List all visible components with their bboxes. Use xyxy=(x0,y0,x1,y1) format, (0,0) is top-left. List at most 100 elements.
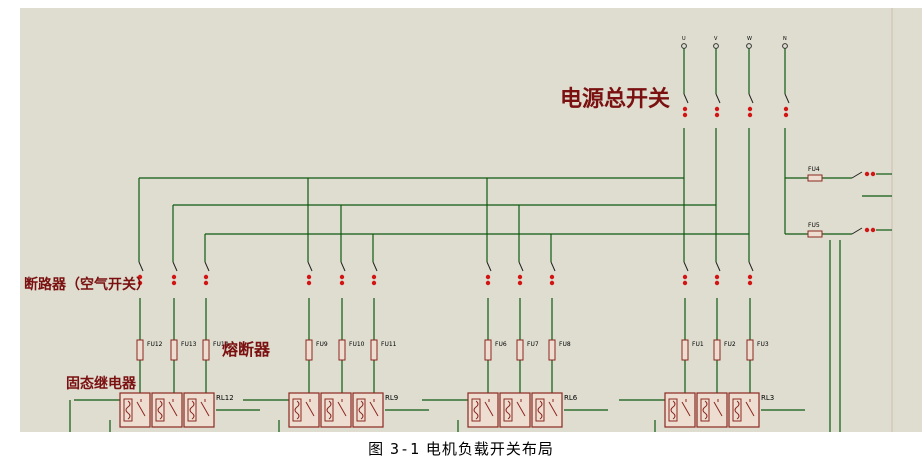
fuse-0-2-tag: FU14 xyxy=(213,341,229,348)
aux-contact-a-0 xyxy=(864,171,870,177)
fuse-0-2-body xyxy=(202,339,210,361)
relay-1-coil-0 xyxy=(292,398,302,422)
breaker-2-2-contact-top xyxy=(549,274,555,280)
breaker-3-1-contact-bottom xyxy=(714,280,720,286)
breaker-2-1-lever xyxy=(518,261,524,272)
relay-tag-3: RL3 xyxy=(761,394,774,402)
aux-switch-lever-0 xyxy=(851,171,863,179)
figure-caption: 图 3-1 电机负载开关布局 xyxy=(0,438,922,459)
relay-2-contact-1 xyxy=(516,401,526,417)
breaker-3-0-contact-bottom xyxy=(682,280,688,286)
fuse-0-0-tag: FU12 xyxy=(147,341,163,348)
breaker-3-1-contact-top xyxy=(714,274,720,280)
terminal-label-2: W xyxy=(747,36,752,42)
main-switch-pole-2-contact-top xyxy=(747,106,753,112)
breaker-0-1-lever xyxy=(172,261,178,272)
main-switch-pole-0-lever xyxy=(683,93,689,104)
relay-tag-2: RL6 xyxy=(564,394,578,402)
relay-2-coil-wind-2 xyxy=(537,400,543,420)
ssr-label: 固态继电器 xyxy=(66,375,137,392)
breaker-1-1-contact-top xyxy=(339,274,345,280)
breaker-0-0-contact-bottom xyxy=(137,280,143,286)
breaker-0-1-contact-top xyxy=(171,274,177,280)
breaker-0-0-lever xyxy=(138,261,144,272)
relay-0-contact-2 xyxy=(200,401,210,417)
fuse-fu5-tag: FU5 xyxy=(808,222,820,229)
relay-3-contact-2 xyxy=(745,401,755,417)
relay-0-contact-1 xyxy=(168,401,178,417)
relay-1-contact-0 xyxy=(305,401,315,417)
main-switch-pole-0-contact-bottom xyxy=(682,112,688,118)
relay-1-coil-1 xyxy=(324,398,334,422)
relay-1-coil-wind-0 xyxy=(294,400,300,420)
breaker-3-2-contact-bottom xyxy=(747,280,753,286)
relay-3-coil-wind-1 xyxy=(702,400,708,420)
fuse-3-1-body xyxy=(713,339,721,361)
wire-layer xyxy=(69,48,892,432)
breaker-0-1-contact-bottom xyxy=(171,280,177,286)
fuse-2-0-body xyxy=(484,339,492,361)
relay-3-contact-0 xyxy=(681,401,691,417)
drawing-panel xyxy=(20,8,922,432)
fuse-2-0-tag: FU6 xyxy=(495,341,507,348)
breaker-0-2-lever xyxy=(204,261,210,272)
main-switch-pole-3-contact-top xyxy=(783,106,789,112)
caption-number: 3-1 xyxy=(389,440,421,458)
main-switch-pole-1-lever xyxy=(715,93,721,104)
main-switch-pole-1-contact-top xyxy=(714,106,720,112)
relay-0-coil-wind-0 xyxy=(125,400,131,420)
relay-3-coil-2 xyxy=(732,398,742,422)
relay-3-coil-0 xyxy=(668,398,678,422)
relay-0-coil-wind-1 xyxy=(157,400,163,420)
breaker-2-2-lever xyxy=(550,261,556,272)
relay-3-contact-1 xyxy=(713,401,723,417)
terminal-label-3: N xyxy=(783,36,787,42)
relay-2-coil-2 xyxy=(535,398,545,422)
main-switch-pole-3-contact-bottom xyxy=(783,112,789,118)
relay-0-contact-0 xyxy=(136,401,146,417)
relay-1-contact-1 xyxy=(337,401,347,417)
breaker-0-0-contact-top xyxy=(137,274,143,280)
terminal-3 xyxy=(782,43,788,49)
fuse-1-2-tag: FU11 xyxy=(381,341,397,348)
fuse-1-1-body xyxy=(338,339,346,361)
relay-1-contact-2 xyxy=(369,401,379,417)
breaker-1-2-lever xyxy=(372,261,378,272)
main-switch-pole-2-contact-bottom xyxy=(747,112,753,118)
breaker-2-0-contact-bottom xyxy=(485,280,491,286)
relay-3-coil-1 xyxy=(700,398,710,422)
breaker-2-0-lever xyxy=(486,261,492,272)
aux-contact-a-1 xyxy=(864,227,870,233)
relay-3-coil-wind-2 xyxy=(734,400,740,420)
caption-prefix: 图 xyxy=(368,440,390,458)
breaker-3-2-lever xyxy=(748,261,754,272)
breaker-3-2-contact-top xyxy=(747,274,753,280)
breaker-1-0-contact-bottom xyxy=(306,280,312,286)
component-layer xyxy=(119,43,876,428)
relay-0-coil-0 xyxy=(123,398,133,422)
relay-1-coil-wind-2 xyxy=(358,400,364,420)
relay-2-module-0 xyxy=(467,392,499,428)
breaker-1-2-contact-bottom xyxy=(371,280,377,286)
relay-0-coil-wind-2 xyxy=(189,400,195,420)
aux-switch-lever-1 xyxy=(851,227,863,235)
breaker-1-0-lever xyxy=(307,261,313,272)
fuse-3-2-tag: FU3 xyxy=(757,341,769,348)
fuse-1-0-body xyxy=(305,339,313,361)
fuse-0-0-body xyxy=(136,339,144,361)
relay-1-coil-wind-1 xyxy=(326,400,332,420)
relay-2-contact-2 xyxy=(548,401,558,417)
fuse-fu4-tag: FU4 xyxy=(808,166,820,173)
breaker-3-1-lever xyxy=(715,261,721,272)
main-switch-pole-2-lever xyxy=(748,93,754,104)
breaker-2-2-contact-bottom xyxy=(549,280,555,286)
main-switch-pole-1-contact-bottom xyxy=(714,112,720,118)
terminal-0 xyxy=(681,43,687,49)
terminal-1 xyxy=(713,43,719,49)
fuse-2-1-tag: FU7 xyxy=(527,341,539,348)
fuse-0-1-body xyxy=(170,339,178,361)
fuse-2-1-body xyxy=(516,339,524,361)
relay-2-coil-1 xyxy=(503,398,513,422)
fuse-fu5-body xyxy=(807,230,823,238)
